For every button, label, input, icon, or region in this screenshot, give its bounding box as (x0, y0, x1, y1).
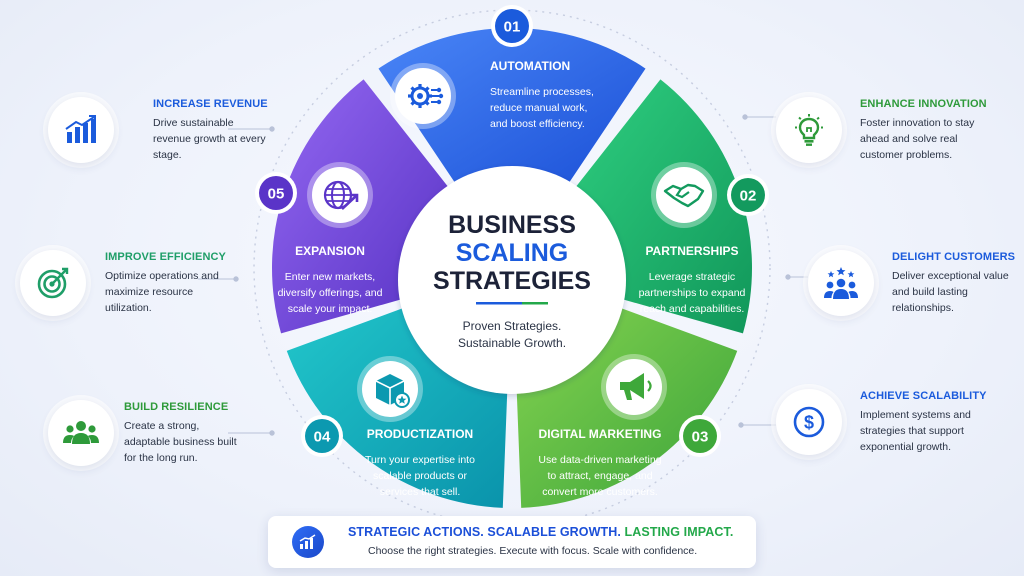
segment-title: DIGITAL MARKETING (539, 427, 662, 441)
segment-desc-line: convert more customers. (542, 486, 658, 498)
banner-title: STRATEGIC ACTIONS. SCALABLE GROWTH. LAST… (348, 525, 733, 539)
outer-dashed-ring (253, 9, 771, 527)
banner-subtitle: Choose the right strategies. Execute wit… (368, 545, 698, 557)
segment-desc-line: services that sell. (380, 486, 461, 498)
segment-desc-line: scalable products or (373, 470, 467, 482)
side-item-desc: Drive sustainable revenue growth at ever… (153, 117, 266, 161)
dollar-coin-icon: $ (776, 389, 842, 455)
center-tagline-line2: Sustainable Growth. (458, 336, 566, 350)
segment-desc-line: partnerships to expand (639, 287, 746, 299)
segment-number-badge: 05 (255, 172, 297, 214)
handshake-icon (651, 162, 717, 228)
segment-number-badge: 02 (727, 174, 769, 216)
side-item-improve-efficiency: IMPROVE EFFICIENCY Optimize operations a… (10, 250, 230, 330)
side-item-desc: Implement systems and strategies that su… (860, 409, 971, 453)
segment-title: EXPANSION (295, 244, 365, 258)
side-item-title: BUILD RESILIENCE (124, 401, 229, 413)
center-tagline-line1: Proven Strategies. (463, 319, 562, 333)
segment-number: 04 (314, 429, 331, 446)
center-title-line1: BUSINESS (448, 211, 576, 239)
product-box-icon (357, 356, 423, 422)
segment-number: 05 (268, 186, 285, 203)
svg-text:$: $ (804, 413, 814, 433)
segment-desc-line: scale your impact. (288, 303, 373, 315)
customers-stars-icon (808, 250, 874, 316)
segment-desc-line: diversify offerings, and (278, 287, 383, 299)
wheel-segment-automation: AUTOMATION Streamline processes, reduce ma… (378, 27, 646, 192)
side-item-title: ENHANCE INNOVATION (860, 98, 987, 110)
globe-arrow-icon (307, 162, 373, 228)
side-item-build-resilience: BUILD RESILIENCE Create a strong, adapta… (38, 400, 258, 480)
target-icon (20, 250, 86, 316)
side-item-title: INCREASE REVENUE (153, 98, 268, 110)
banner-title-part2: LASTING IMPACT. (624, 525, 734, 539)
segment-number-badge: 04 (301, 415, 343, 457)
side-item-increase-revenue: INCREASE REVENUE Drive sustainable reven… (38, 97, 268, 177)
center-hub (398, 166, 626, 394)
side-item-achieve-scalability: $ ACHIEVE SCALABILITY Implement systems … (776, 389, 996, 469)
segment-title: PRODUCTIZATION (367, 427, 473, 441)
segment-shape (378, 27, 646, 192)
segment-number: 03 (692, 429, 709, 446)
side-item-title: IMPROVE EFFICIENCY (105, 251, 226, 263)
megaphone-icon (601, 354, 667, 420)
lightbulb-icon (776, 97, 842, 163)
team-icon (48, 400, 114, 466)
segment-title: AUTOMATION (490, 59, 570, 73)
segment-number: 02 (740, 188, 757, 205)
gear-circuit-icon (390, 63, 456, 129)
segment-desc-line: Use data-driven marketing (538, 454, 661, 466)
side-item-title: ACHIEVE SCALABILITY (860, 390, 987, 402)
banner-title-part1: STRATEGIC ACTIONS. SCALABLE GROWTH. (348, 525, 621, 539)
center-title-line3: STRATEGIES (433, 267, 591, 295)
segment-number: 01 (504, 19, 521, 36)
segment-desc-line: to attract, engage, and (547, 470, 652, 482)
center-title-line2: SCALING (456, 239, 569, 267)
segment-number-badge: 01 (491, 5, 533, 47)
segment-desc-line: reach and capabilities. (640, 303, 744, 315)
bar-chart-icon (48, 97, 114, 163)
connector-lines (198, 114, 808, 436)
side-item-desc: Create a strong, adaptable business buil… (124, 420, 237, 464)
segment-desc-line: Leverage strategic (649, 271, 735, 283)
side-item-desc: Deliver exceptional value and build last… (892, 270, 1009, 314)
segment-desc-line: Streamline processes, (490, 86, 594, 98)
segment-desc-line: Turn your expertise into (365, 454, 475, 466)
segment-desc-line: Enter new markets, (285, 271, 375, 283)
side-item-enhance-innovation: ENHANCE INNOVATION Foster innovation to … (776, 97, 996, 177)
growth-chart-icon (292, 526, 324, 558)
segment-desc-line: and boost efficiency. (490, 118, 585, 130)
segment-number-badge: 03 (679, 415, 721, 457)
center-divider-accent (522, 302, 548, 305)
side-item-desc: Foster innovation to stay ahead and solv… (860, 117, 975, 161)
center-divider (476, 302, 522, 305)
bottom-banner: STRATEGIC ACTIONS. SCALABLE GROWTH. LAST… (268, 516, 756, 568)
side-item-delight-customers: DELIGHT CUSTOMERS Deliver exceptional va… (808, 250, 1024, 330)
side-item-title: DELIGHT CUSTOMERS (892, 251, 1016, 263)
segment-desc-line: reduce manual work, (490, 102, 587, 114)
side-item-desc: Optimize operations and maximize resourc… (105, 270, 219, 314)
segment-title: PARTNERSHIPS (645, 244, 738, 258)
